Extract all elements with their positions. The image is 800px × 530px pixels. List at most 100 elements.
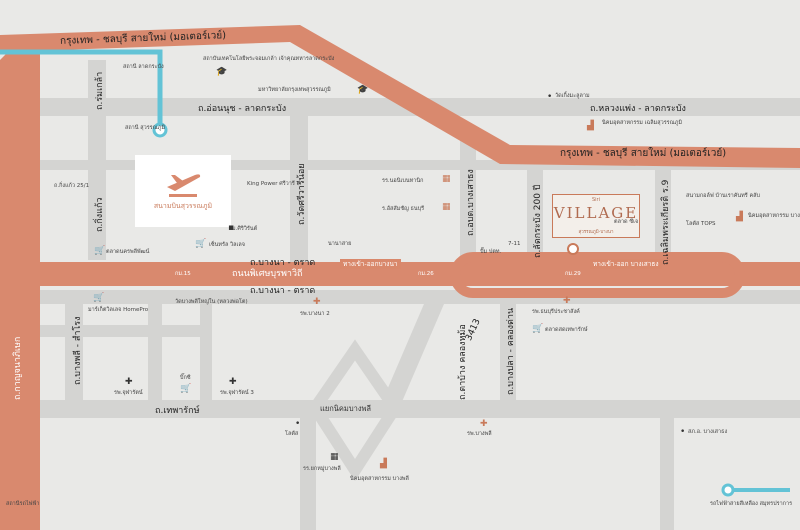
golf-label: สนามกอล์ฟ บ้านเราคันทรี คลับ bbox=[686, 193, 761, 199]
school-1: รร.นอนิเบนทานิก bbox=[382, 178, 424, 184]
airport-name: สนามบินสุวรรณภูมิ bbox=[153, 202, 213, 210]
bus-stop-label: รพ.จุฬารัตน์ bbox=[114, 390, 143, 396]
bangsaothong-interchange bbox=[450, 252, 745, 298]
road-mid-west bbox=[30, 325, 210, 337]
wat-label: วัดเกิ้งมะลูลาม bbox=[555, 93, 590, 99]
police-label: สภ.อ. บางเสาธง bbox=[688, 429, 728, 435]
school-3: รร.ยกหมู่บางพลี bbox=[303, 466, 341, 472]
kanchanaphisek-label: ถ.กาญจนาภิเษก bbox=[13, 336, 23, 400]
kanchanaphisek-road bbox=[0, 50, 40, 530]
village-prefix: Siri bbox=[591, 197, 600, 203]
km26-label: กม.26 bbox=[418, 271, 434, 277]
bangsaothong-label: ถ.อบต.บางเสาธง bbox=[466, 169, 476, 236]
rail-station-1: สถานี ลาดกระบัง bbox=[123, 64, 164, 70]
wat-sriwarinoi-road bbox=[290, 115, 308, 265]
chaloem-label: ถ.เฉลิมพระเกียรติ ร.9 bbox=[661, 179, 671, 265]
police-marker-icon: • bbox=[680, 427, 686, 437]
hospital-icon: ✚ bbox=[313, 297, 321, 307]
village-brand: VILLAGE bbox=[553, 204, 639, 222]
wat-bangphli-label: วัดบางพลีใหญ่ใน (หลวงพ่อโต) bbox=[175, 299, 248, 305]
industrial-2: นิคมอุตสาหกรรม บางพลี bbox=[350, 476, 409, 482]
hospital-2: รพ.บางนา 2 bbox=[300, 311, 330, 317]
kingkaew-sign: ถ.กิ่งแก้ว 25/1 bbox=[54, 183, 90, 189]
school-icon-3: ▦ bbox=[442, 202, 451, 212]
hospital-5: รพ.ธนบุรีประชาสังค์ bbox=[532, 309, 580, 315]
market-label: ตลาดสดเทพารักษ์ bbox=[545, 327, 588, 333]
bangna-entrance: ทางเข้า-ออกบางนา bbox=[340, 259, 401, 269]
road-3413 bbox=[375, 290, 450, 418]
bangphli-samrong-label: ถ.บางพลี - สำโรง bbox=[73, 316, 83, 386]
tops-label: โลตัส TOPS bbox=[686, 221, 716, 227]
airplane-icon bbox=[167, 174, 201, 197]
hospital-3: รพ.จุฬารัตน์ 3 bbox=[220, 390, 254, 396]
cart-icon-3: 🛒 bbox=[93, 293, 105, 303]
school-icon-4: ▦ bbox=[330, 452, 339, 462]
cart-icon: 🛒 bbox=[195, 239, 207, 249]
airport-box[interactable]: สนามบินสุวรรณภูมิ bbox=[135, 155, 231, 227]
school-icon: 🎓 bbox=[216, 67, 228, 77]
yellow-line-station bbox=[721, 483, 735, 497]
rail-station-2: สถานี สุวรรณภูมิ bbox=[125, 125, 165, 131]
industrial-3: นิคมอุตสาหกรรม บางปู bbox=[748, 213, 800, 219]
bangphli-interchange bbox=[307, 339, 403, 482]
big-c-label: บิ๊กซี bbox=[180, 375, 191, 381]
place-marker-icon: • bbox=[295, 419, 301, 429]
bangsaothong-road bbox=[460, 140, 476, 265]
airport-rail-link bbox=[0, 49, 163, 130]
motorway bbox=[0, 25, 800, 168]
ptt-label: ปั๊ม ปตท. bbox=[480, 249, 502, 255]
mahidol-label: มหาวิทยาลัยกรุงเทพสุวรรณภูมิ bbox=[258, 87, 331, 93]
industrial-icon-3: ▟ bbox=[380, 459, 387, 469]
bangpla-label: ถ.บางปลา - คลองด่าน bbox=[506, 307, 516, 395]
luang-phaeng-label: ถ.หลวงแพ่ง - ลาดกระบัง bbox=[590, 104, 686, 114]
km29-label: กม.29 bbox=[565, 271, 581, 277]
rail-station-marker bbox=[152, 122, 168, 138]
lotus-label: โลตัส bbox=[285, 431, 299, 437]
cart-icon-4: 🛒 bbox=[532, 324, 544, 334]
minor-east-west bbox=[0, 160, 800, 170]
thanon-ring-label: ถนนพิเศษบุรพาวิถี bbox=[232, 269, 303, 279]
supermarket-label: ตลาดนครพลีพัฒน์ bbox=[106, 249, 150, 255]
cart-icon-5: 🛒 bbox=[180, 384, 192, 394]
school-2: ร.อัสสัมชัญ ธนบุรี bbox=[382, 206, 425, 212]
chaloem-road bbox=[655, 160, 671, 265]
king-power-label: King Power ศรีวารี bbox=[247, 181, 295, 187]
kingkaew-label: ถ.กิ่งแก้ว bbox=[95, 197, 105, 232]
ladkrabang-200-road bbox=[527, 160, 543, 265]
makro-label: ม.ศิริวิรันต์ bbox=[232, 226, 258, 232]
village-subtitle: สุวรรณภูมิ-บางนา bbox=[578, 230, 614, 235]
seven-label: 7-11 bbox=[508, 241, 521, 247]
road-south-east bbox=[660, 415, 674, 530]
motorway-label-right: กรุงเทพ - ชลบุรี สายใหม่ (มอเตอร์เวย์) bbox=[560, 148, 727, 159]
industrial-icon: ▟ bbox=[587, 121, 594, 131]
market-cj: ตลาด ซีเจ bbox=[614, 219, 639, 225]
romklao-label: ถ.ร่มเกล้า bbox=[95, 71, 105, 110]
central-village: เซ็นทรัล วิลเลจ bbox=[209, 242, 246, 248]
thepharak-label: ถ.เทพารักษ์ bbox=[155, 406, 200, 416]
hospital-icon-3: ✚ bbox=[125, 377, 133, 387]
village-pin bbox=[567, 243, 579, 255]
road-west-mid bbox=[148, 290, 162, 405]
hospital-icon-4: ✚ bbox=[229, 377, 237, 387]
industrial-1: นิคมอุตสาหกรรม เฉลิมสุวรรณภูมิ bbox=[602, 120, 682, 126]
bangphli-intersection: แยกนิคมบางพลี bbox=[320, 404, 372, 413]
bangpla-road bbox=[500, 290, 516, 410]
on-nut-label: ถ.อ่อนนุช - ลาดกระบัง bbox=[198, 104, 287, 114]
kmitl-label: สถาบันเทคโนโลยีพระจอมเกล้า เจ้าคุณทหารลา… bbox=[203, 56, 335, 62]
road-bangpli-inner bbox=[200, 290, 212, 405]
cart-icon-2: 🛒 bbox=[94, 246, 106, 256]
ladkrabang-200-label: ถ.ลัดกระบัง 200 ปี bbox=[533, 184, 543, 258]
shop-marker-icon: ▪ bbox=[228, 223, 235, 233]
bottom-right-note: รถไฟฟ้าสายสีเหลือง สมุทรปราการ bbox=[710, 501, 793, 507]
industrial-icon-2: ▟ bbox=[736, 212, 743, 222]
road-bangphli-samrong bbox=[65, 295, 83, 410]
village-logo[interactable]: Siri VILLAGE สุวรรณภูมิ-บางนา bbox=[552, 194, 640, 238]
bangna-trat-label-top: ถ.บางนา - ตราด bbox=[250, 258, 316, 268]
bangsaothong-entrance: ทางเข้า-ออก บางเสาธง bbox=[590, 259, 662, 269]
homepro-label: มาร์เก็ตวิลเลจ HomePro bbox=[88, 307, 149, 313]
hospital-4: รพ.บางพลี bbox=[467, 431, 492, 437]
hospital-icon-5: ✚ bbox=[480, 419, 488, 429]
bangna-trat-label-bottom: ถ.บางนา - ตราด bbox=[250, 286, 316, 296]
road-south-1 bbox=[300, 415, 316, 530]
